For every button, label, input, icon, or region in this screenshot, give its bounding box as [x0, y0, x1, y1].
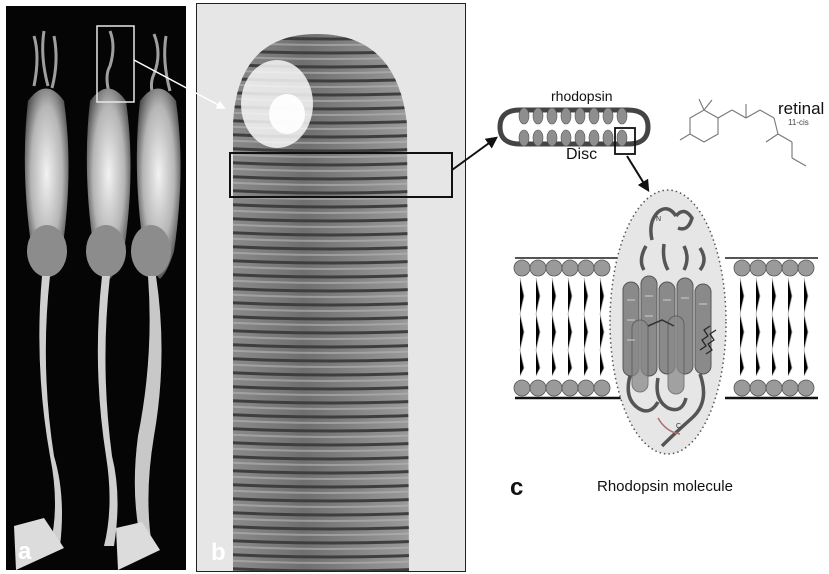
- membrane-right: [725, 258, 818, 398]
- panel-label-c: c: [510, 474, 523, 502]
- panel-label-b: b: [211, 539, 226, 567]
- zoom-arrow-disc-to-molecule: [627, 156, 648, 190]
- membrane-left: [514, 258, 625, 398]
- label-rhodopsin: rhodopsin: [551, 88, 613, 104]
- rhodopsin-selection-box: [615, 128, 635, 154]
- label-disc: Disc: [566, 146, 597, 164]
- label-n-terminus: N: [656, 216, 661, 223]
- panel-a-rod-cells-micrograph: a: [6, 6, 186, 570]
- label-retinal: retinal: [778, 99, 824, 119]
- panel-b-outer-segment-micrograph: b: [196, 3, 466, 572]
- panel-label-a: a: [18, 538, 31, 566]
- rod-cells-image: [6, 6, 186, 570]
- caption-rhodopsin-molecule: Rhodopsin molecule: [597, 478, 733, 495]
- label-c-terminus: C: [676, 423, 681, 430]
- disc-stack-image: [197, 4, 465, 571]
- rhodopsin-molecule: [610, 190, 726, 454]
- label-11-cis: 11-cis: [788, 118, 809, 127]
